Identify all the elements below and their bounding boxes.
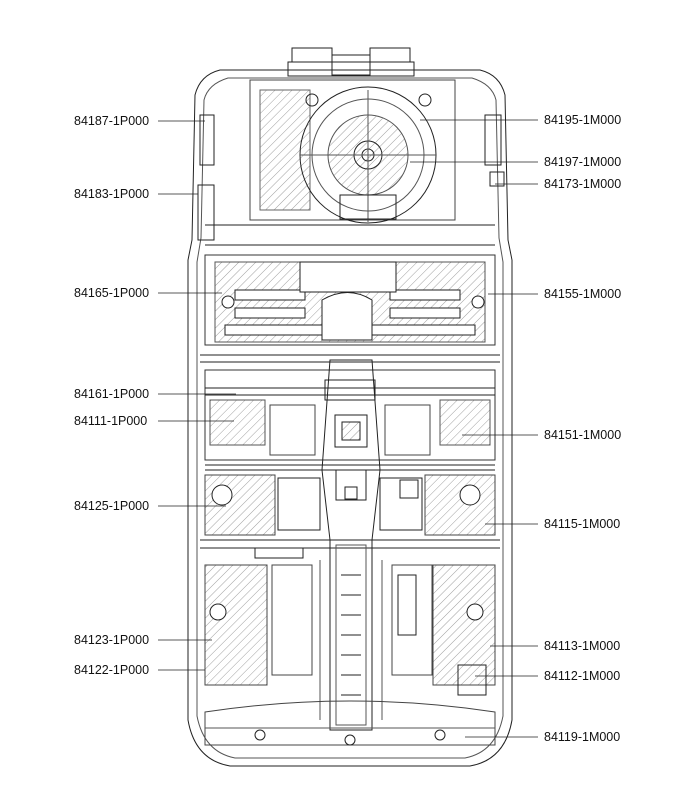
part-label-left: 84165-1P000: [74, 286, 150, 300]
part-label-right: 84195-1M000: [544, 113, 622, 127]
part-label-left: 84125-1P000: [74, 499, 150, 513]
part-label-right: 84155-1M000: [544, 287, 622, 301]
part-label-left: 84111-1P000: [74, 414, 148, 428]
part-label-right: 84119-1M000: [544, 730, 621, 744]
part-label-right: 84112-1M000: [544, 669, 621, 683]
body-outline: [187, 69, 513, 767]
part-label-right: 84115-1M000: [544, 517, 621, 531]
part-label-left: 84183-1P000: [74, 187, 150, 201]
part-label-right: 84151-1M000: [544, 428, 622, 442]
part-label-right: 84113-1M000: [544, 639, 621, 653]
part-label-left: 84161-1P000: [74, 387, 150, 401]
part-label-right: 84173-1M000: [544, 177, 622, 191]
part-label-right: 84197-1M000: [544, 155, 622, 169]
part-label-left: 84123-1P000: [74, 633, 150, 647]
center-tunnel: [321, 359, 381, 731]
part-label-left: 84187-1P000: [74, 114, 150, 128]
part-label-left: 84122-1P000: [74, 663, 150, 677]
